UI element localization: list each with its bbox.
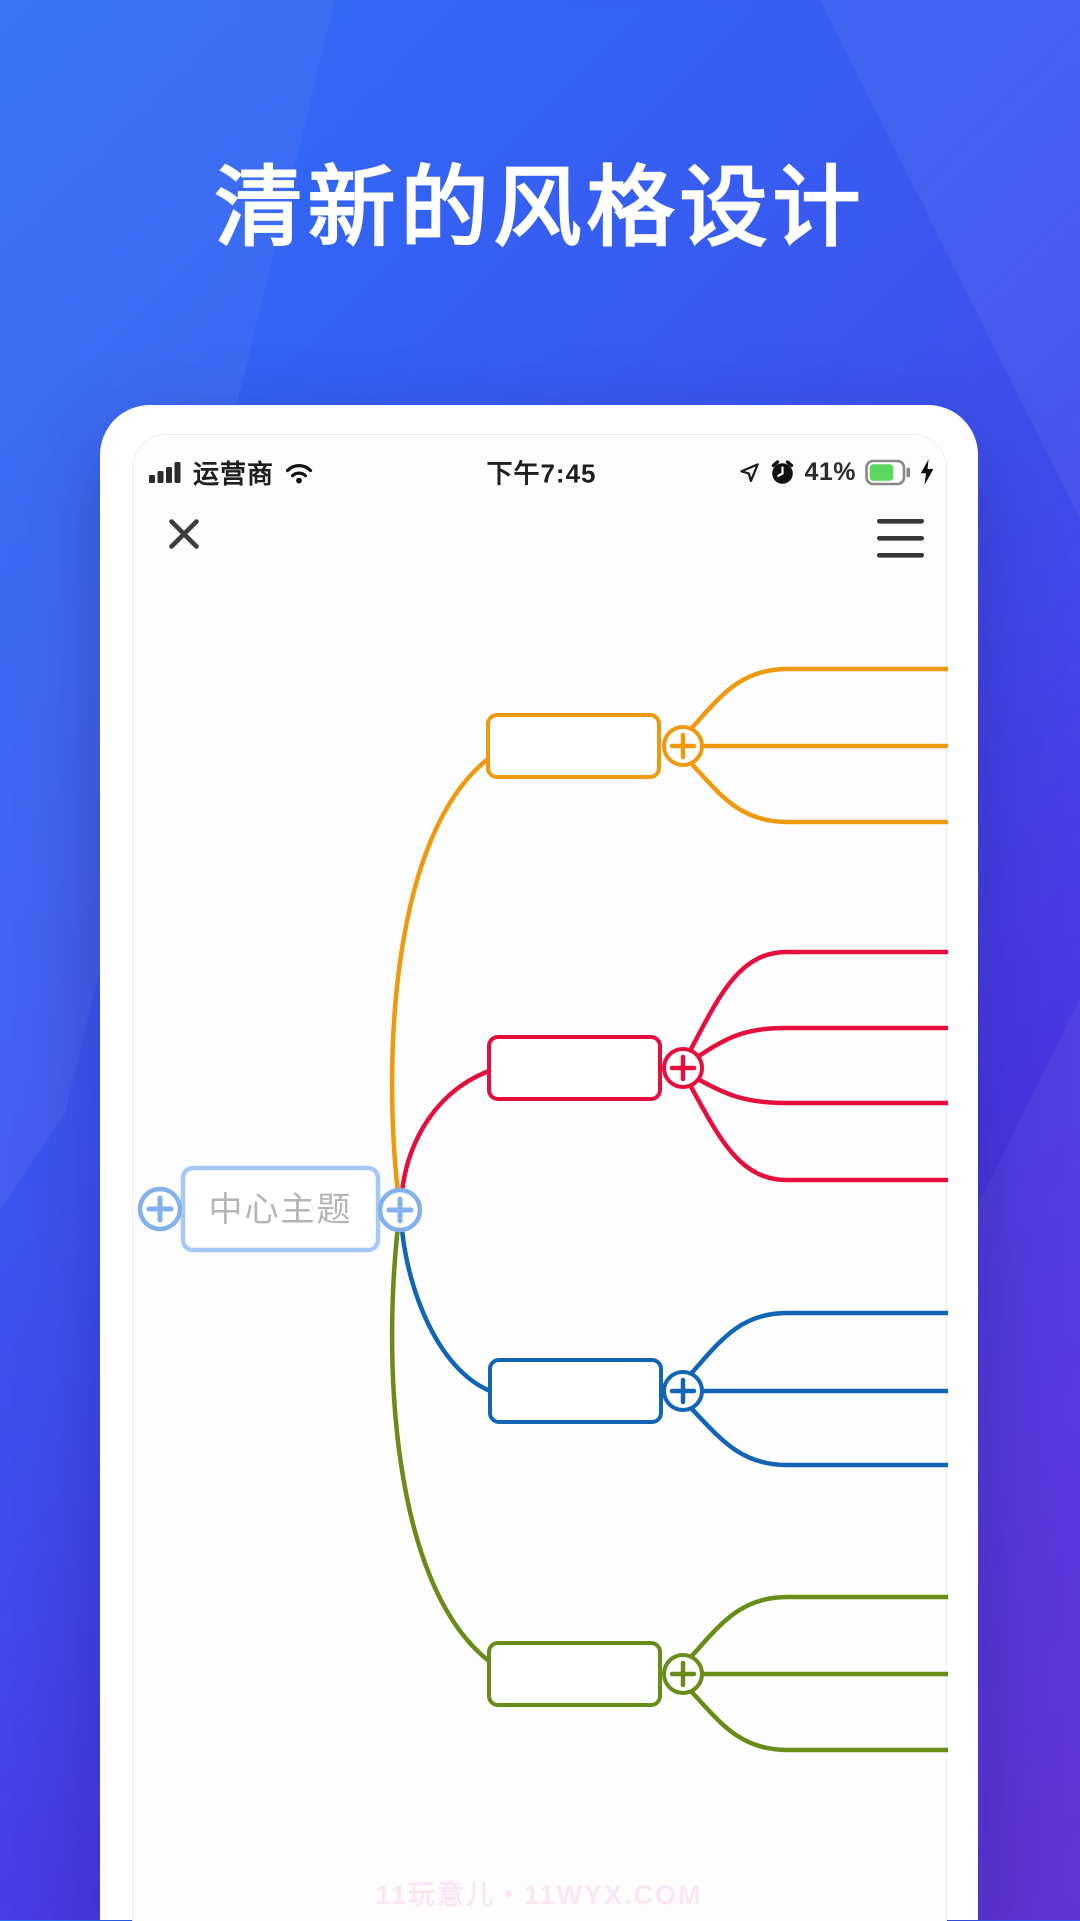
status-bar: 运营商 下午7:45 41% (149, 455, 934, 489)
branch-connector-blue (398, 1207, 493, 1394)
battery-icon (865, 459, 911, 485)
child-line-red (693, 1025, 948, 1061)
charging-bolt-icon (920, 459, 934, 485)
hero-title: 清新的风格设计 (214, 158, 866, 257)
status-time: 下午7:45 (486, 458, 597, 489)
add-child-button-blue-glyph (669, 1377, 697, 1405)
close-icon[interactable] (167, 517, 201, 551)
branch-node-blue[interactable] (488, 1358, 663, 1424)
child-line-red (686, 949, 948, 1056)
mindmap-canvas: 中心主题 (137, 666, 948, 1753)
alarm-clock-icon (772, 460, 794, 484)
battery-percent-label: 41% (804, 457, 856, 486)
hamburger-menu-icon[interactable] (877, 519, 924, 558)
branch-node-red[interactable] (487, 1035, 662, 1101)
branch-connector-orange (389, 756, 491, 1213)
signal-bars-icon (149, 462, 181, 483)
branch-connector-green (389, 1207, 492, 1664)
add-topic-left-button-glyph (146, 1195, 174, 1223)
branch-connector-red (398, 1068, 492, 1213)
child-line-green (686, 1594, 948, 1662)
child-line-red (693, 1075, 948, 1106)
location-arrow-icon (740, 462, 760, 482)
add-child-button-red-glyph (669, 1054, 697, 1082)
branch-node-green[interactable] (487, 1641, 662, 1707)
central-topic-label: 中心主题 (209, 1191, 353, 1229)
child-line-orange (686, 666, 948, 734)
app-screen: 运营商 下午7:45 41% (132, 434, 948, 1921)
add-topic-right-button-glyph (386, 1196, 414, 1224)
child-line-blue (686, 1310, 948, 1379)
watermark-text: 11玩意儿・11WYX.COM (375, 1880, 703, 1910)
child-line-green (686, 1686, 948, 1753)
child-line-red (686, 1080, 948, 1183)
add-child-button-orange-glyph (669, 732, 697, 760)
branch-node-orange[interactable] (486, 713, 661, 779)
carrier-label: 运营商 (193, 458, 275, 489)
status-left-group: 运营商 (149, 454, 314, 491)
phone-mockup-card: 运营商 下午7:45 41% (100, 405, 978, 1921)
status-right-group: 41% (738, 458, 934, 487)
child-line-blue (686, 1403, 948, 1468)
add-child-button-green-glyph (669, 1660, 697, 1688)
wifi-icon (285, 463, 313, 483)
child-line-orange (686, 758, 948, 825)
